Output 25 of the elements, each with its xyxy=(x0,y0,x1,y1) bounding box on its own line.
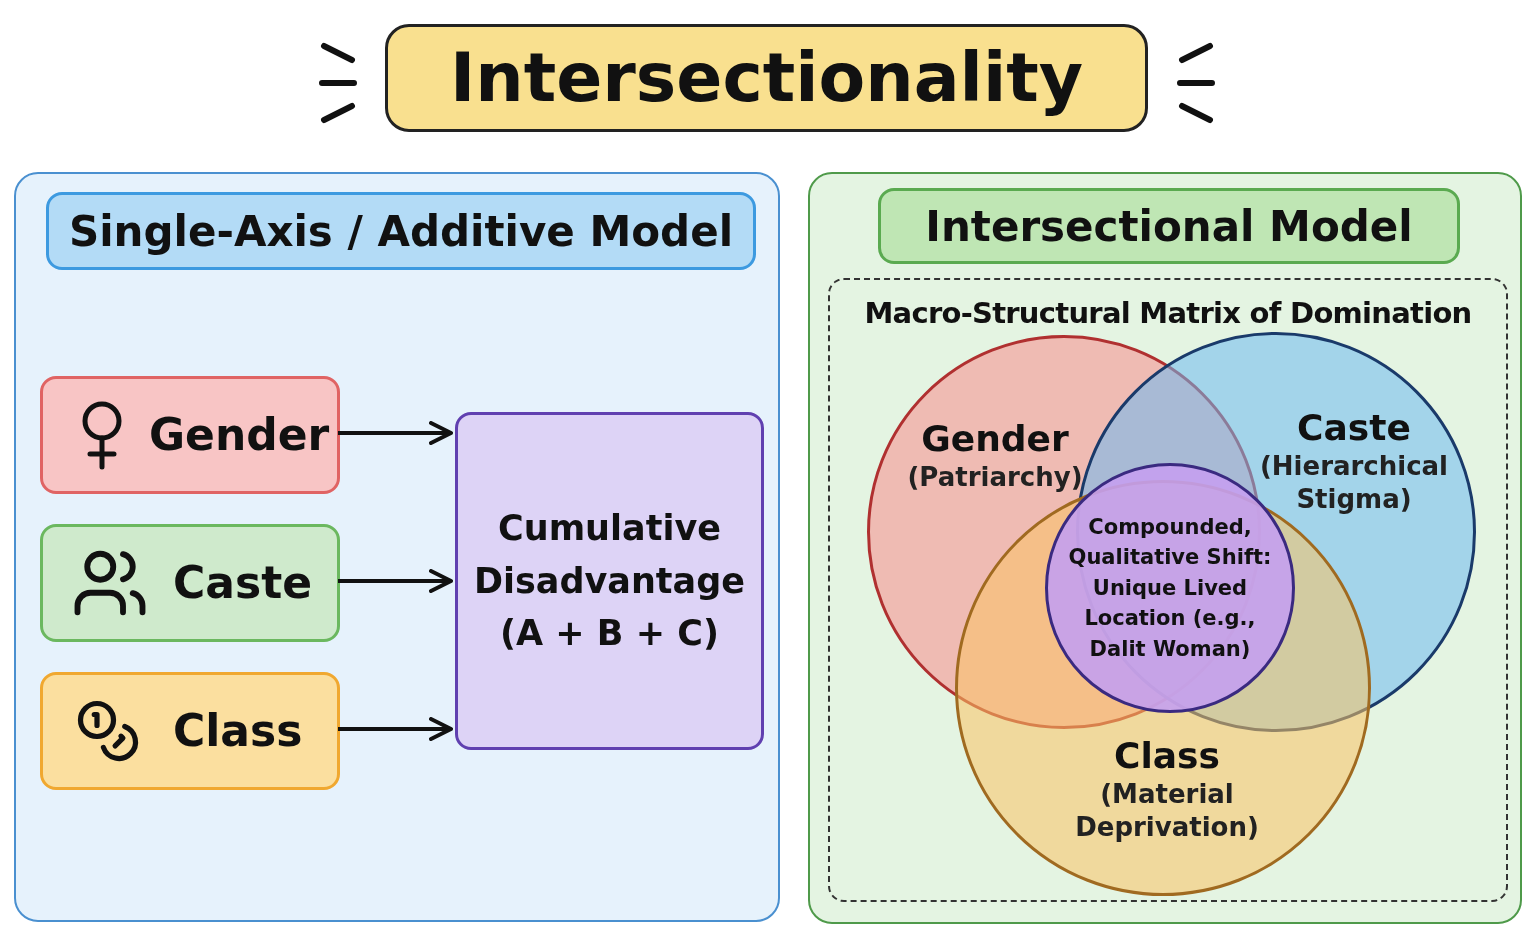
factor-box xyxy=(40,376,340,494)
result-box xyxy=(455,412,764,750)
circle-title: Gender xyxy=(921,417,1069,461)
arrow xyxy=(338,717,453,741)
result-label: Cumulative Disadvantage (A + B + C) xyxy=(472,507,746,656)
factor-label: Gender xyxy=(149,408,330,462)
arrow xyxy=(338,421,453,445)
panel xyxy=(14,172,780,922)
circle-title: Class xyxy=(1114,734,1220,778)
section-header: Intersectional Model xyxy=(878,188,1460,264)
frame-title: Macro-Structural Matrix of Domination xyxy=(863,295,1473,332)
title-banner: Intersectionality xyxy=(385,24,1148,132)
arrow xyxy=(338,569,453,593)
intersection-label: Compounded, Qualitative Shift: Unique Lived Location (e.g., Dalit Woman) xyxy=(1068,513,1272,663)
panel xyxy=(808,172,1522,924)
matrix-frame xyxy=(828,278,1508,902)
circle-subtitle: (Patriarchy) xyxy=(907,461,1083,494)
section-header: Single-Axis / Additive Model xyxy=(46,192,756,270)
factor-box xyxy=(40,524,340,642)
factor-label: Class xyxy=(173,704,303,758)
factor-box xyxy=(40,672,340,790)
circle-subtitle: (Hierarchical Stigma) xyxy=(1258,450,1450,515)
factor-label: Caste xyxy=(173,556,313,610)
circle-title: Caste xyxy=(1297,406,1411,450)
circle-subtitle: (Material Deprivation) xyxy=(1074,778,1260,843)
